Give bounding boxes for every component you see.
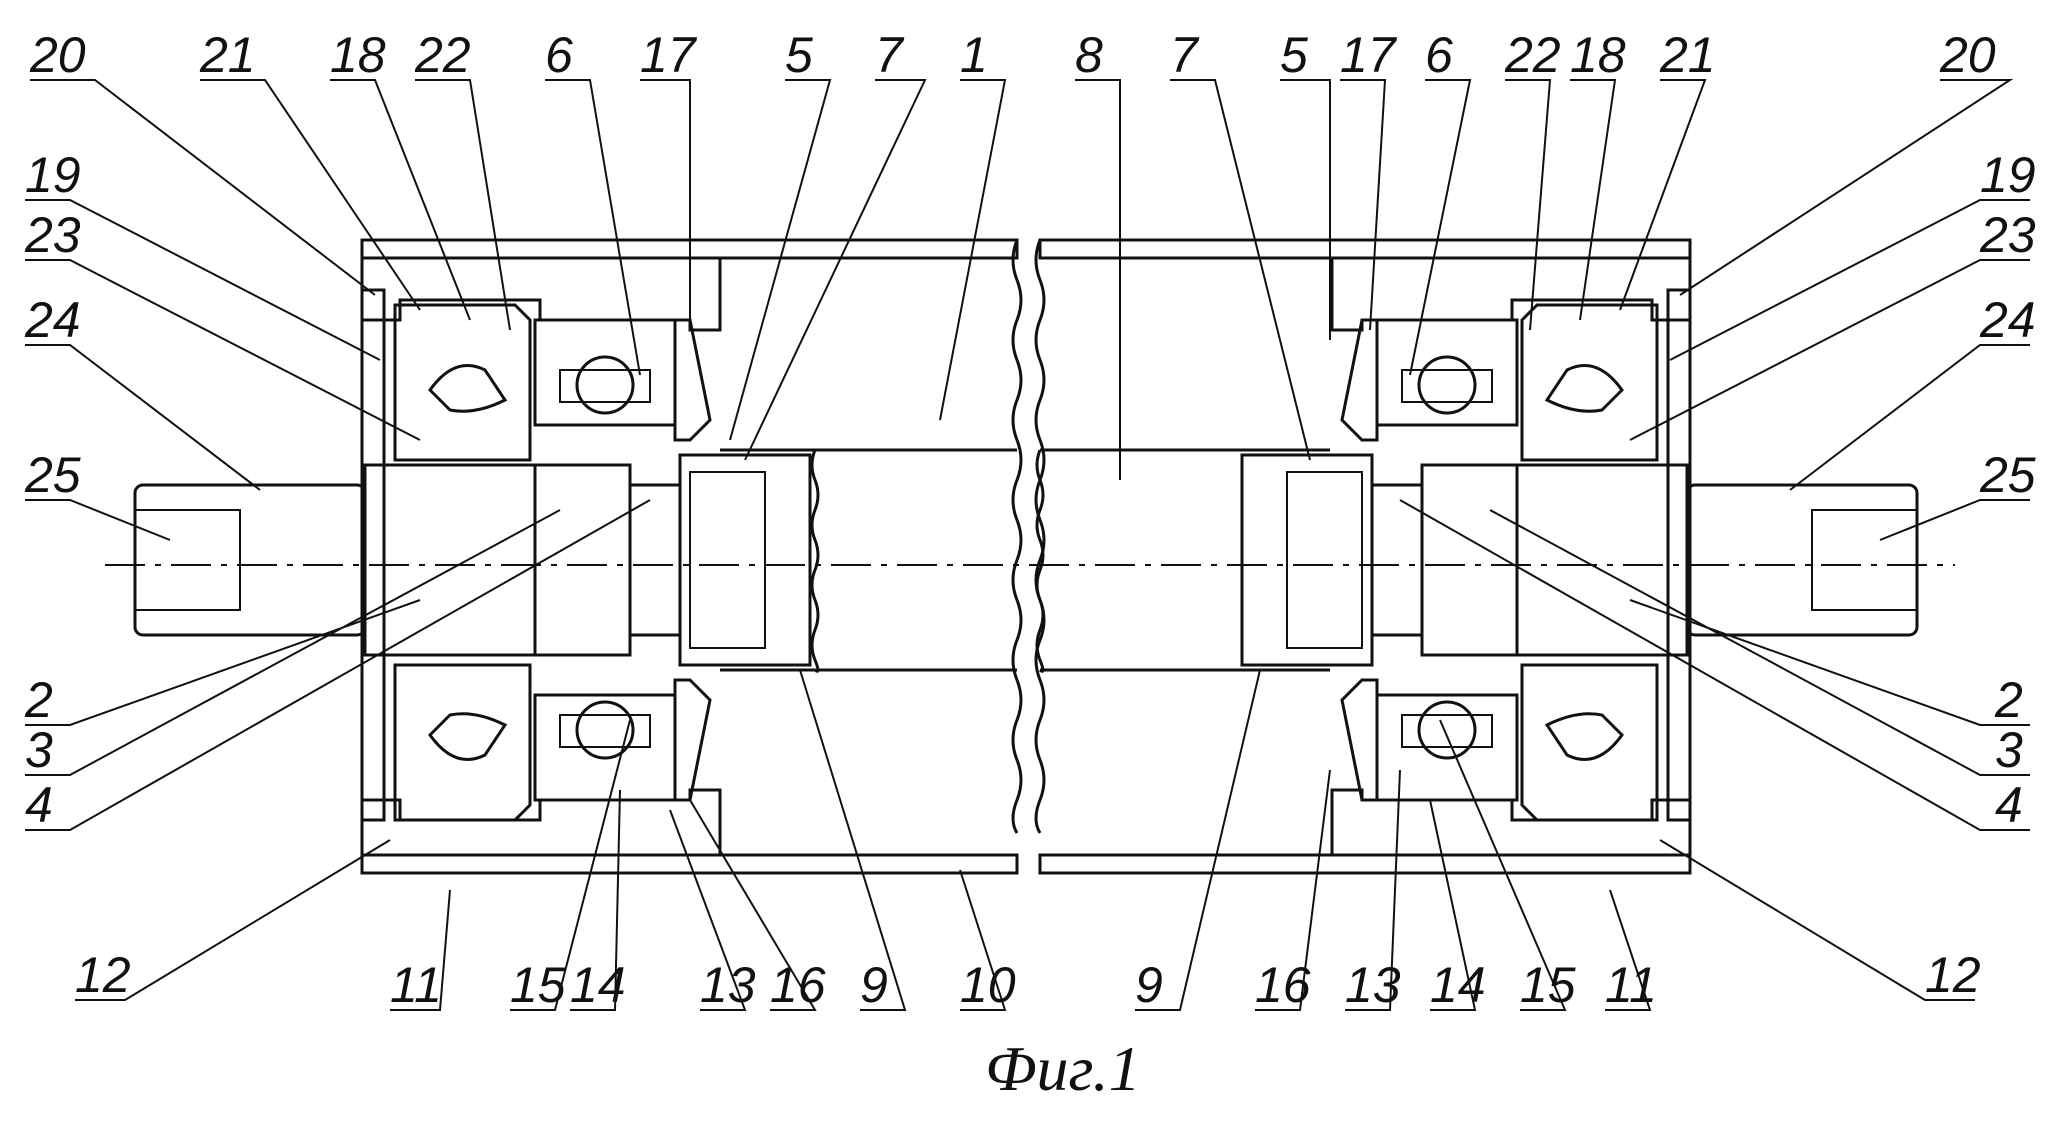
label-bottom-9: 13	[1345, 957, 1401, 1013]
label-bottom-10: 14	[1430, 957, 1486, 1013]
label-top-15: 18	[1570, 27, 1626, 83]
labels-bottom: 11 15 14 13 16 9 10 9 16 13 14 15 11	[390, 957, 1657, 1013]
label-right-5: 3	[1995, 722, 2023, 778]
label-top-10: 7	[1170, 27, 1200, 83]
label-bottom-12: 11	[1605, 957, 1657, 1013]
label-left-2: 24	[24, 292, 81, 348]
figure-caption: Фиг.1	[985, 1033, 1141, 1104]
label-left-7: 12	[75, 947, 131, 1003]
labels-right: 19 23 24 25 2 3 4 12	[1925, 147, 2036, 1003]
label-bottom-2: 14	[570, 957, 626, 1013]
leader-lines	[25, 79, 2030, 1011]
label-left-5: 3	[25, 722, 53, 778]
label-left-1: 23	[24, 207, 81, 263]
label-right-3: 25	[1979, 447, 2036, 503]
label-left-3: 25	[24, 447, 81, 503]
label-top-0: 20	[29, 27, 86, 83]
label-top-8: 1	[960, 27, 988, 83]
label-top-9: 8	[1075, 27, 1103, 83]
label-top-5: 17	[640, 27, 698, 83]
label-left-4: 2	[24, 672, 53, 728]
label-top-17: 20	[1939, 27, 1996, 83]
label-bottom-6: 10	[960, 957, 1016, 1013]
label-right-7: 12	[1925, 947, 1981, 1003]
label-bottom-7: 9	[1135, 957, 1163, 1013]
label-left-6: 4	[25, 777, 53, 833]
labels-top: 20 21 18 22 6 17 5 7 1 8 7 5 17 6 22 18 …	[29, 27, 1996, 83]
label-top-3: 22	[414, 27, 471, 83]
label-bottom-3: 13	[700, 957, 756, 1013]
label-bottom-5: 9	[860, 957, 888, 1013]
label-bottom-1: 15	[510, 957, 566, 1013]
label-top-1: 21	[199, 27, 256, 83]
label-top-12: 17	[1340, 27, 1398, 83]
label-top-6: 5	[785, 27, 813, 83]
label-top-11: 5	[1280, 27, 1308, 83]
label-top-14: 22	[1504, 27, 1561, 83]
label-top-2: 18	[330, 27, 386, 83]
label-left-0: 19	[25, 147, 81, 203]
inner-shaft-tube	[720, 448, 1330, 673]
outer-tube	[360, 238, 1692, 875]
labels-left: 19 23 24 25 2 3 4 12	[24, 147, 131, 1003]
label-bottom-0: 11	[390, 957, 442, 1013]
label-bottom-8: 16	[1255, 957, 1311, 1013]
label-top-16: 21	[1659, 27, 1716, 83]
label-right-2: 24	[1979, 292, 2036, 348]
label-right-6: 4	[1995, 777, 2023, 833]
left-end-assembly	[133, 256, 812, 857]
label-top-4: 6	[545, 27, 573, 83]
label-top-7: 7	[875, 27, 905, 83]
label-right-1: 23	[1979, 207, 2036, 263]
label-right-0: 19	[1980, 147, 2036, 203]
label-right-4: 2	[1994, 672, 2023, 728]
right-end-assembly	[1240, 256, 1919, 857]
label-bottom-4: 16	[770, 957, 826, 1013]
label-bottom-11: 15	[1520, 957, 1576, 1013]
label-top-13: 6	[1425, 27, 1453, 83]
